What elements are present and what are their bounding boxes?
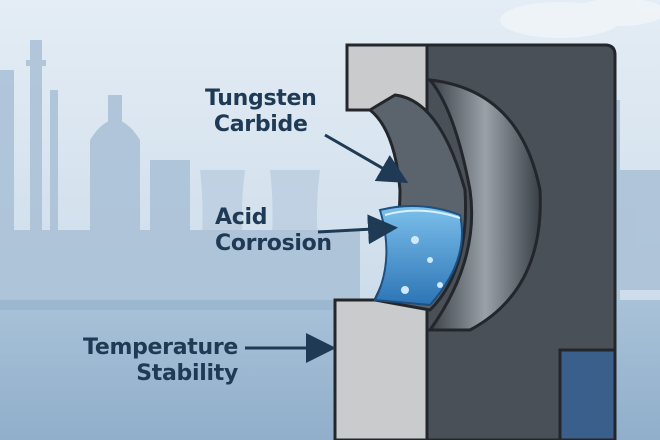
temperature-stability-label: Temperature Stability <box>72 335 238 387</box>
tungsten-carbide-ring <box>426 78 542 332</box>
acid-arrow <box>317 214 398 245</box>
label-line: Temperature <box>83 335 238 360</box>
label-line: Carbide <box>213 112 308 137</box>
acid-corrosion-label: Acid Corrosion <box>215 205 332 257</box>
tungsten-arrow <box>324 133 409 183</box>
steam-clouds <box>500 0 660 38</box>
label-line: Corrosion <box>215 231 332 256</box>
label-line: Acid <box>215 205 268 230</box>
refinery-silhouette <box>0 40 660 310</box>
tungsten-carbide-label: Tungsten Carbide <box>205 86 317 138</box>
label-line: Tungsten <box>205 86 317 111</box>
label-line: Stability <box>136 361 238 386</box>
mechanical-seal <box>333 43 617 440</box>
seal-face-lower <box>333 298 429 440</box>
